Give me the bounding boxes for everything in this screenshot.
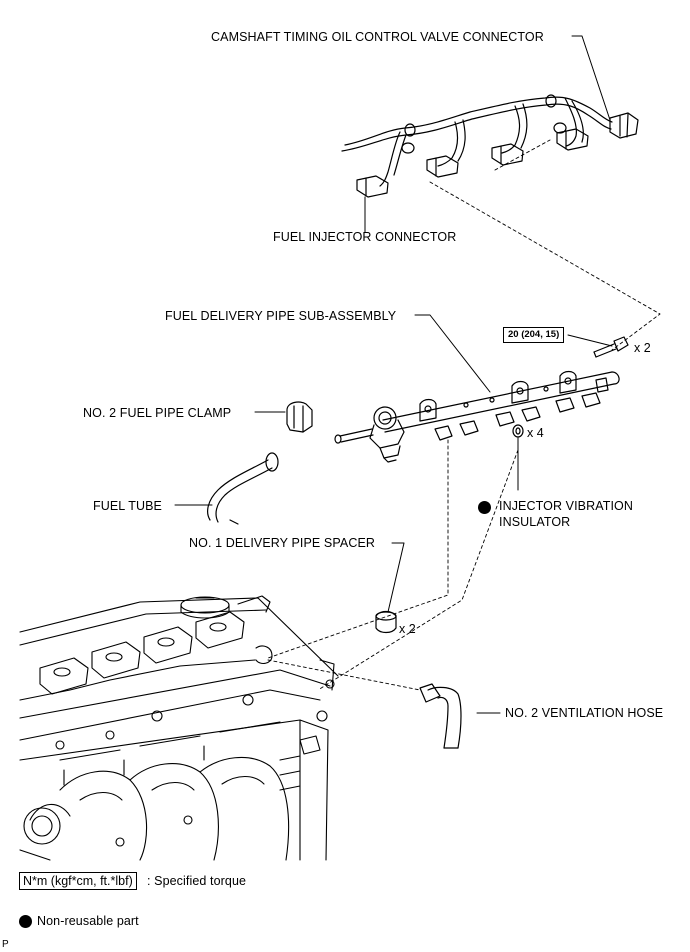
label-camshaft-connector: CAMSHAFT TIMING OIL CONTROL VALVE CONNEC…: [211, 30, 544, 44]
legend-torque-unit-box: N*m (kgf*cm, ft.*lbf): [19, 872, 137, 890]
label-injector-vibration-insulator-line1: INJECTOR VIBRATION: [499, 499, 633, 513]
label-fuel-tube: FUEL TUBE: [93, 499, 162, 513]
legend-non-reusable-label: Non-reusable part: [37, 914, 139, 928]
engine-block: [19, 595, 339, 861]
label-fuel-delivery-pipe: FUEL DELIVERY PIPE SUB-ASSEMBLY: [165, 309, 397, 323]
fuel-delivery-pipe: [334, 370, 620, 463]
delivery-pipe-spacer: [375, 610, 397, 634]
fuel-tube: [207, 452, 279, 525]
spacer-quantity: x 2: [399, 622, 416, 636]
label-no2-ventilation-hose: NO. 2 VENTILATION HOSE: [505, 706, 664, 720]
label-no1-delivery-pipe-spacer: NO. 1 DELIVERY PIPE SPACER: [189, 536, 376, 550]
leader-lines: [174, 35, 613, 714]
wire-harness: [341, 94, 639, 198]
alignment-lines: [267, 139, 661, 691]
bolt-quantity: x 2: [634, 341, 651, 355]
ventilation-hose: [419, 683, 462, 749]
insulator-quantity: x 4: [527, 426, 544, 440]
label-no2-fuel-pipe-clamp: NO. 2 FUEL PIPE CLAMP: [83, 406, 232, 420]
non-reusable-mark-icon: [478, 501, 491, 514]
bolt: [593, 336, 629, 358]
label-injector-vibration-insulator-line2: INSULATOR: [499, 515, 571, 529]
torque-value-box: 20 (204, 15): [503, 327, 565, 343]
legend-torque-description: : Specified torque: [147, 874, 247, 888]
label-fuel-injector-connector: FUEL INJECTOR CONNECTOR: [273, 230, 457, 244]
fuel-pipe-clamp: [286, 401, 313, 433]
injector-insulator: [512, 424, 524, 438]
corner-mark: P: [2, 939, 9, 950]
legend-non-reusable-icon: [19, 915, 32, 928]
